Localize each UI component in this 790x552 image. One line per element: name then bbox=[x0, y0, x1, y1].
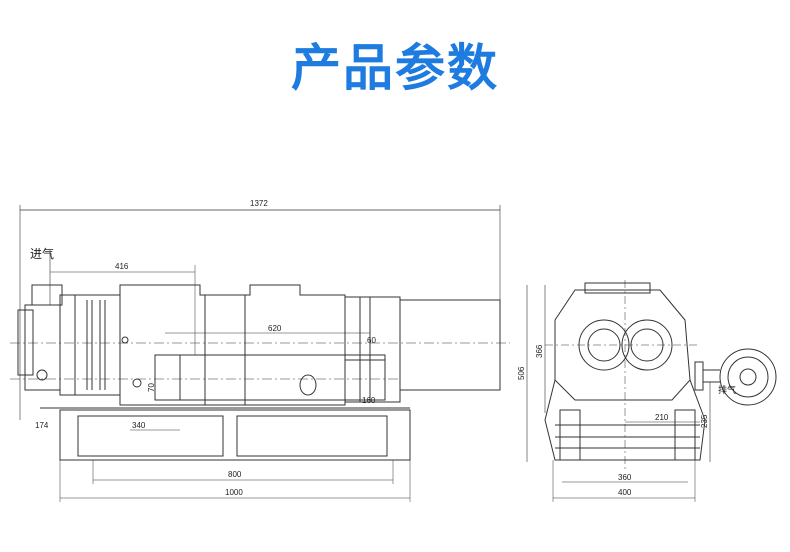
dim-400: 400 bbox=[618, 488, 632, 497]
dim-174: 174 bbox=[35, 421, 49, 430]
dim-70: 70 bbox=[147, 383, 156, 392]
page-title: 产品参数 bbox=[291, 39, 499, 97]
dim-340: 340 bbox=[132, 421, 146, 430]
dim-416: 416 bbox=[115, 262, 129, 271]
dim-360: 360 bbox=[618, 473, 632, 482]
dim-800: 800 bbox=[228, 470, 242, 479]
inlet-label: 进气 bbox=[30, 246, 54, 261]
dim-60: 60 bbox=[367, 336, 376, 345]
dim-210: 210 bbox=[655, 413, 669, 422]
dim-1000: 1000 bbox=[225, 488, 243, 497]
dim-1372: 1372 bbox=[250, 199, 268, 208]
outlet-label: 排气 bbox=[718, 384, 736, 395]
end-view: 排气 506 366 210 235 360 400 bbox=[517, 280, 777, 502]
dim-366: 366 bbox=[535, 344, 544, 358]
dim-620: 620 bbox=[268, 324, 282, 333]
dim-235: 235 bbox=[700, 414, 709, 428]
dim-506: 506 bbox=[517, 366, 526, 380]
side-view: 1372 进气 416 bbox=[10, 199, 510, 502]
dim-160: 160 bbox=[362, 396, 376, 405]
